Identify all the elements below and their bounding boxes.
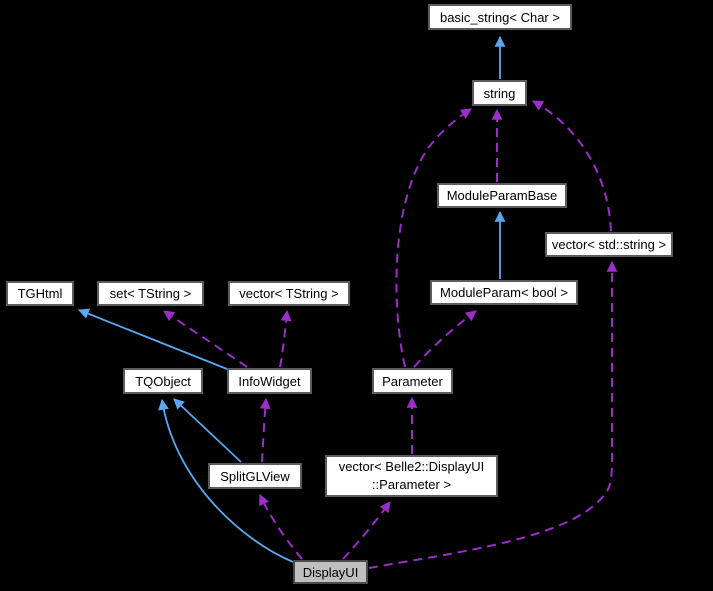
edge-displayui-to-tqobject [158, 398, 294, 563]
node-tghtml[interactable]: TGHtml [6, 281, 74, 306]
node-parameter[interactable]: Parameter [372, 368, 453, 394]
node-vector-displayui-parameter-line2: ::Parameter > [371, 477, 452, 492]
node-moduleparambase[interactable]: ModuleParamBase [437, 183, 567, 208]
node-splitglview[interactable]: SplitGLView [208, 463, 302, 489]
edge-parameter-to-moduleparambool [413, 310, 477, 368]
edge-splitglview-to-tqobject [173, 398, 242, 463]
node-basic-string[interactable]: basic_string< Char > [428, 4, 572, 30]
node-vector-displayui-parameter[interactable]: vector< Belle2::DisplayUI ::Parameter > [325, 455, 498, 497]
node-vector-displayui-parameter-line1: vector< Belle2::DisplayUI [338, 459, 485, 474]
edge-displayui-to-vectorparameter [342, 501, 391, 560]
edge-infowidget-to-vector-tstring [279, 309, 292, 368]
node-string[interactable]: string [472, 80, 527, 106]
node-moduleparam-bool[interactable]: ModuleParam< bool > [430, 280, 578, 305]
node-displayui: DisplayUI [293, 560, 368, 584]
node-vector-tstring[interactable]: vector< TString > [228, 281, 350, 306]
node-tqobject[interactable]: TQObject [123, 368, 203, 394]
edge-splitglview-to-infowidget [259, 397, 271, 463]
edge-infowidget-to-tghtml [77, 308, 228, 370]
edge-displayui-to-vector-std-string [368, 260, 618, 569]
node-vector-std-string[interactable]: vector< std::string > [545, 232, 673, 257]
edge-infowidget-to-set-tstring [163, 310, 248, 368]
edge-parameter-to-string [395, 108, 472, 368]
node-infowidget[interactable]: InfoWidget [227, 368, 312, 394]
node-set-tstring[interactable]: set< TString > [97, 281, 204, 306]
edge-displayui-to-splitglview [259, 494, 303, 560]
edge-vector-std-string-to-string [532, 100, 612, 232]
